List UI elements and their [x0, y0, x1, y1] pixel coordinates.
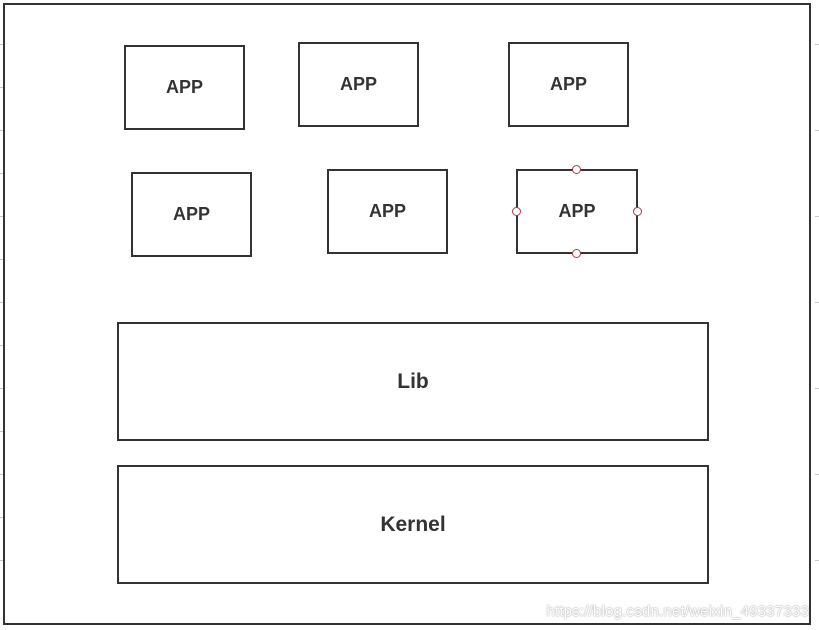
grid-mark: [0, 517, 4, 518]
app-label: APP: [558, 201, 596, 221]
app-label: APP: [165, 77, 203, 97]
lib-layer[interactable]: Lib: [117, 322, 709, 441]
grid-mark: [0, 173, 4, 174]
grid-mark: [815, 130, 819, 131]
grid-mark: [0, 431, 4, 432]
grid-mark: [0, 388, 4, 389]
kernel-label: Kernel: [380, 512, 446, 536]
selection-handle-top[interactable]: [572, 165, 581, 174]
grid-mark: [815, 388, 819, 389]
watermark-text: https://blog.csdn.net/weixin_49337333: [546, 603, 809, 620]
app-box-selected[interactable]: APP: [516, 169, 638, 254]
app-label: APP: [549, 74, 587, 94]
selection-handle-bottom[interactable]: [572, 249, 581, 258]
selection-handle-left[interactable]: [512, 207, 521, 216]
app-box[interactable]: APP: [298, 42, 419, 127]
app-label: APP: [172, 204, 210, 224]
app-box[interactable]: APP: [508, 42, 629, 127]
app-box[interactable]: APP: [327, 169, 448, 254]
grid-mark: [0, 44, 4, 45]
grid-mark: [0, 302, 4, 303]
lib-label: Lib: [397, 369, 429, 393]
app-box[interactable]: APP: [131, 172, 252, 257]
grid-mark: [0, 259, 4, 260]
grid-mark: [0, 345, 4, 346]
app-label: APP: [339, 74, 377, 94]
grid-mark: [0, 560, 4, 561]
grid-mark: [0, 130, 4, 131]
grid-mark: [0, 87, 4, 88]
grid-mark: [0, 216, 4, 217]
grid-mark: [815, 302, 819, 303]
grid-mark: [815, 44, 819, 45]
grid-mark: [815, 474, 819, 475]
app-box[interactable]: APP: [124, 45, 245, 130]
grid-mark: [815, 560, 819, 561]
selection-handle-right[interactable]: [633, 207, 642, 216]
grid-mark: [0, 474, 4, 475]
kernel-layer[interactable]: Kernel: [117, 465, 709, 584]
app-label: APP: [368, 201, 406, 221]
grid-mark: [815, 216, 819, 217]
